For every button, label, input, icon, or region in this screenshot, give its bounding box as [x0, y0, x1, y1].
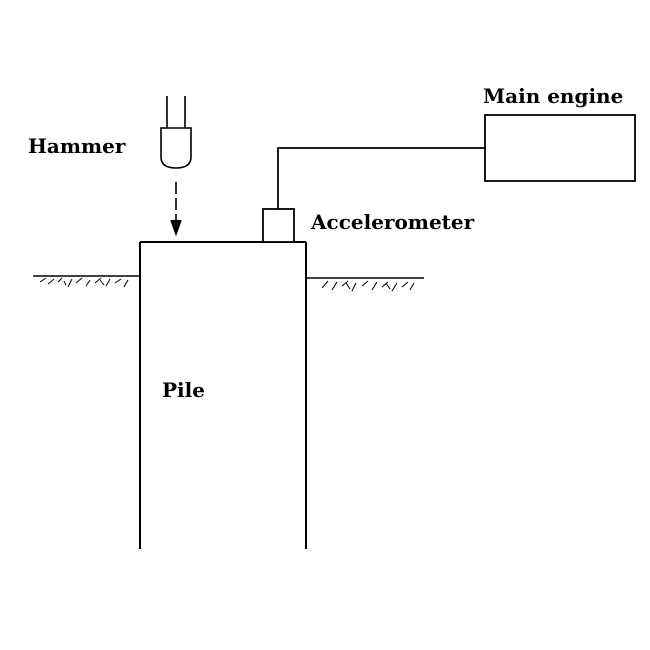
hammer [160, 96, 192, 169]
hammer-label: Hammer [28, 134, 126, 158]
ground-right [306, 277, 424, 292]
signal-cable [277, 147, 485, 209]
main-engine-box [484, 114, 636, 182]
main-engine-label: Main engine [483, 84, 624, 108]
soil-hatch-right [321, 280, 415, 292]
soil-hatch-left [39, 277, 129, 288]
impact-arrow-head [170, 219, 182, 237]
pile-label: Pile [162, 378, 205, 402]
hammer-head [160, 127, 192, 169]
impact-arrow [170, 182, 182, 237]
accelerometer-box [262, 208, 295, 243]
ground-left [33, 275, 140, 288]
accelerometer-label: Accelerometer [311, 210, 475, 234]
